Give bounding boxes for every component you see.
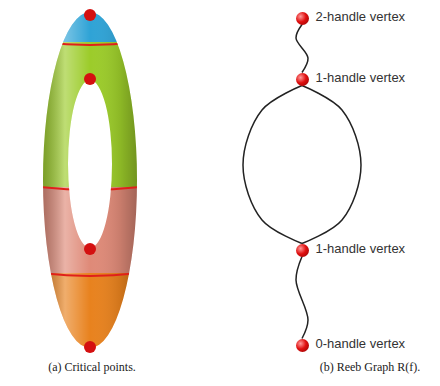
vertex-label: 2-handle vertex — [316, 9, 406, 24]
reeb-edge — [296, 257, 308, 339]
reeb-vertex: 2-handle vertex — [296, 12, 309, 25]
reeb-edge — [296, 25, 308, 73]
figure-caption: (b) Reeb Graph R(f). — [320, 360, 421, 375]
figure-caption: (a) Critical points. — [48, 360, 136, 375]
critical-points — [84, 9, 96, 353]
reeb-vertex: 0-handle vertex — [296, 339, 309, 352]
vertex-label: 1-handle vertex — [316, 70, 406, 85]
reeb-vertex: 1-handle vertex — [296, 73, 309, 86]
torus-bands — [40, 0, 140, 363]
reeb-edge — [302, 86, 361, 244]
vertex-label: 0-handle vertex — [316, 336, 406, 351]
reeb-edge — [243, 86, 302, 244]
reeb-vertex: 1-handle vertex — [296, 244, 309, 257]
vertex-label: 1-handle vertex — [316, 241, 406, 256]
